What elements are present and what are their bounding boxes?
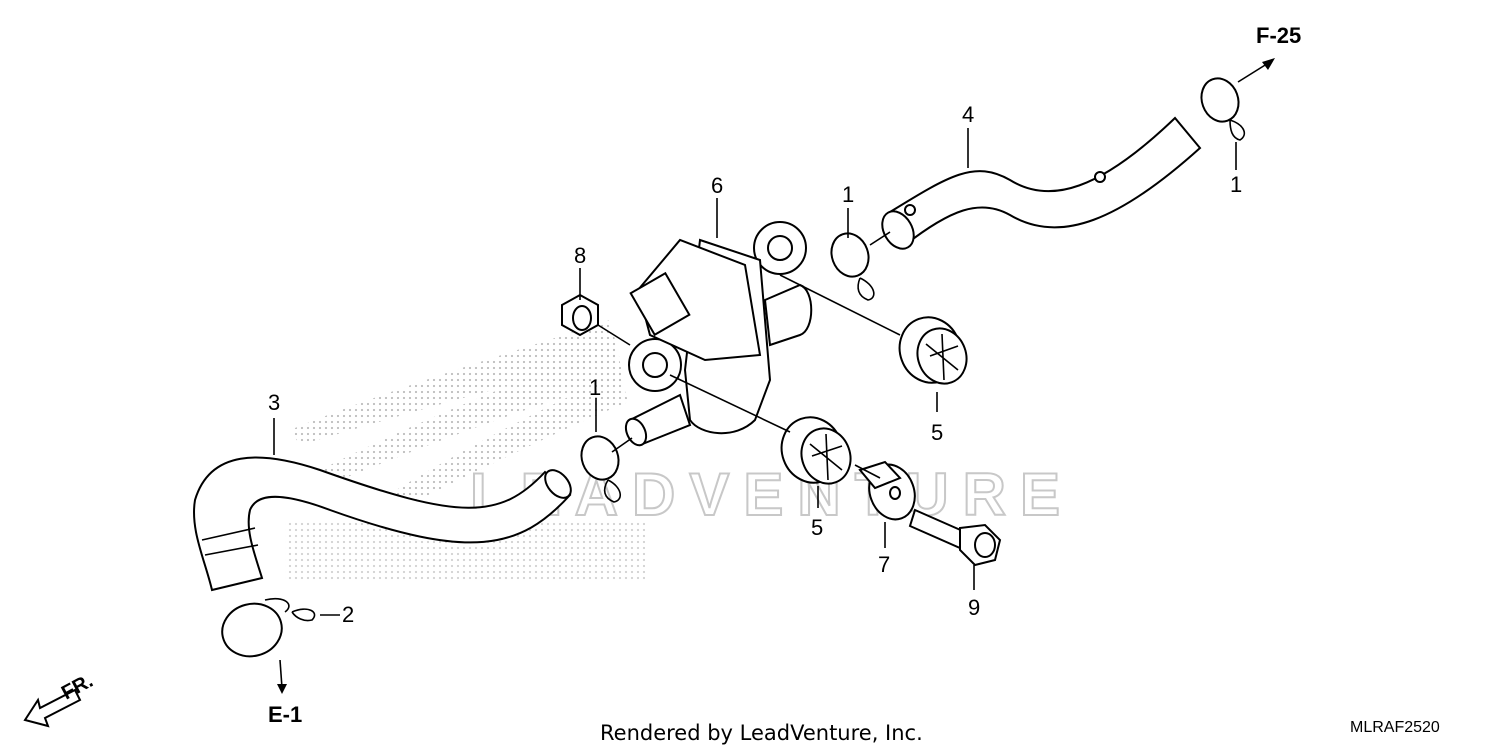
callout-1-lower[interactable]: 1 bbox=[589, 375, 601, 400]
callout-5-right[interactable]: 5 bbox=[931, 420, 943, 445]
part-2-clamp[interactable] bbox=[216, 597, 316, 663]
footer-credit: Rendered by LeadVenture, Inc. bbox=[600, 721, 923, 745]
front-direction-arrow-icon bbox=[23, 688, 82, 728]
part-5-grommet-right[interactable] bbox=[891, 309, 975, 392]
part-3-hose-lower[interactable] bbox=[193, 456, 576, 592]
callout-3[interactable]: 3 bbox=[268, 390, 280, 415]
part-1-clamp-top-right[interactable] bbox=[1196, 73, 1246, 141]
part-9-bolt[interactable] bbox=[908, 508, 1002, 567]
callout-5-lower[interactable]: 5 bbox=[811, 515, 823, 540]
leader-lines bbox=[273, 61, 1271, 689]
callout-6[interactable]: 6 bbox=[711, 173, 723, 198]
part-6-solenoid-valve[interactable] bbox=[622, 221, 813, 448]
part-8-nut[interactable] bbox=[561, 293, 599, 337]
part-1-clamp-middle[interactable] bbox=[826, 228, 875, 301]
part-4-hose-upper[interactable] bbox=[876, 116, 1202, 254]
ref-label-bottom[interactable]: E-1 bbox=[268, 702, 302, 727]
part-7-collar[interactable] bbox=[858, 458, 922, 526]
callout-8[interactable]: 8 bbox=[574, 243, 586, 268]
callout-4[interactable]: 4 bbox=[962, 102, 974, 127]
diagram-code: MLRAF2520 bbox=[1350, 719, 1440, 736]
part-1-clamp-lower[interactable] bbox=[576, 431, 625, 503]
callout-7[interactable]: 7 bbox=[878, 552, 890, 577]
callout-2[interactable]: 2 bbox=[342, 602, 354, 627]
honda-wing-watermark bbox=[285, 320, 760, 580]
part-5-grommet-lower[interactable] bbox=[773, 409, 859, 492]
ref-label-top[interactable]: F-25 bbox=[1256, 23, 1301, 48]
callout-1-middle[interactable]: 1 bbox=[842, 182, 854, 207]
arrow-up-right-icon bbox=[1262, 58, 1275, 70]
callout-9[interactable]: 9 bbox=[968, 595, 980, 620]
callout-1-top-right[interactable]: 1 bbox=[1230, 172, 1242, 197]
arrow-down-icon bbox=[277, 684, 287, 694]
